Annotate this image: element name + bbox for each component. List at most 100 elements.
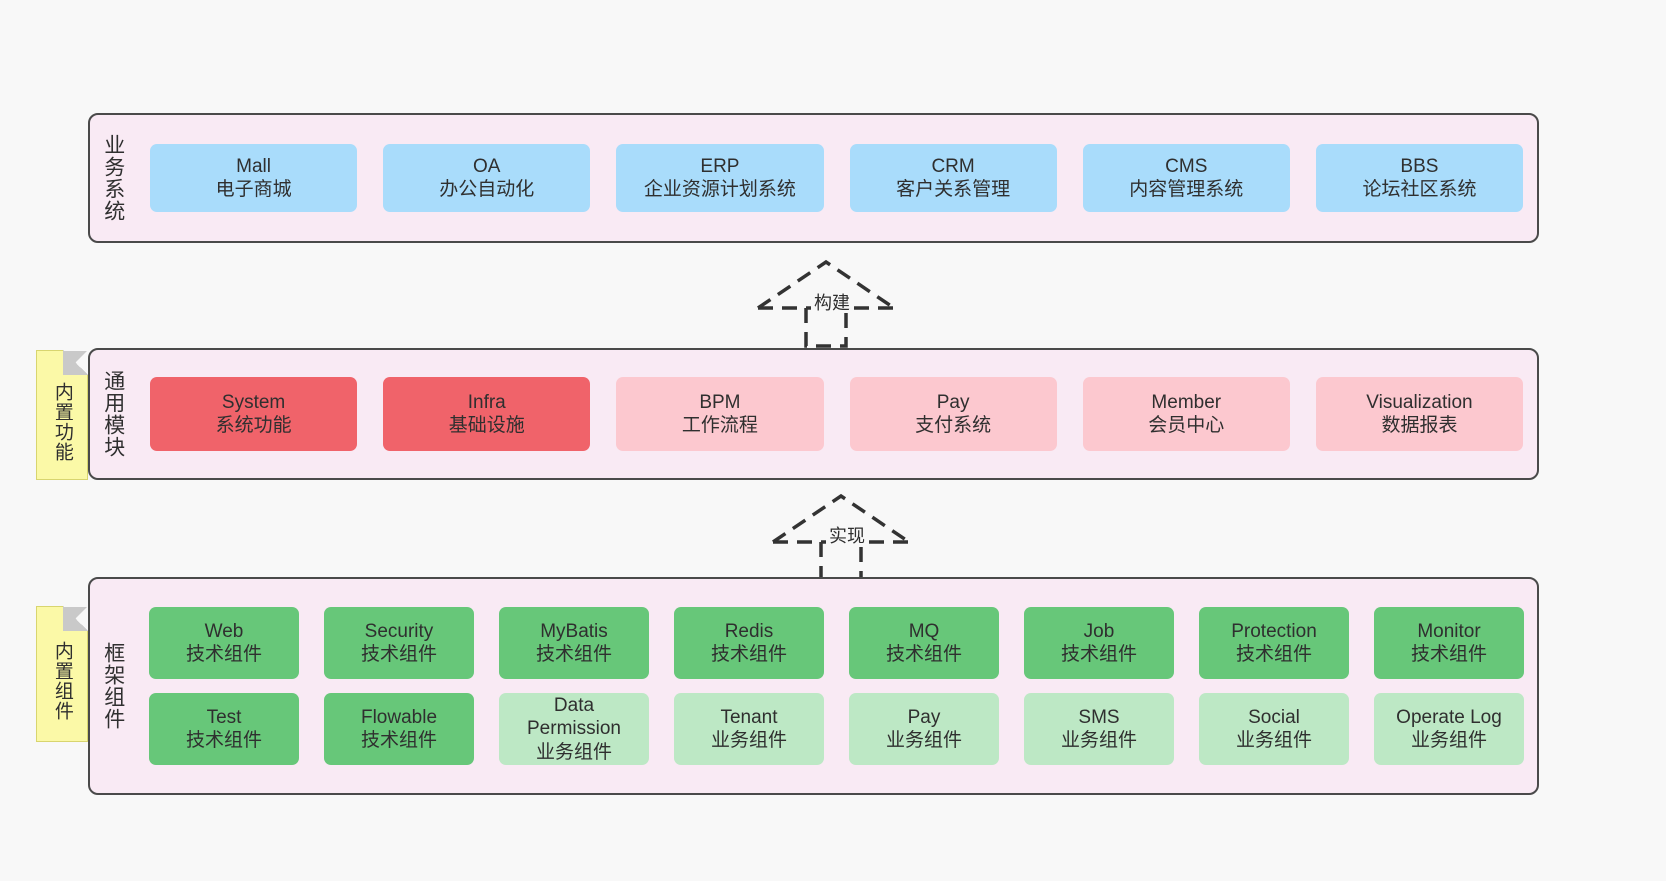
node-flowable-name: Flowable — [360, 706, 438, 728]
node-pay-component-name: Pay — [907, 706, 941, 728]
node-mall[interactable]: Mall 电子商城 — [150, 144, 358, 212]
node-pay-module[interactable]: Pay 支付系统 — [849, 377, 1057, 451]
node-security[interactable]: Security 技术组件 — [324, 607, 474, 679]
node-bbs-name: BBS — [1400, 155, 1439, 177]
node-system-name: System — [221, 391, 286, 413]
node-pay-module-desc: 支付系统 — [915, 415, 992, 436]
node-tenant-name: Tenant — [720, 706, 778, 728]
node-mybatis-name: MyBatis — [540, 620, 608, 642]
node-erp[interactable]: ERP 企业资源计划系统 — [616, 144, 824, 212]
layer-framework-components: 框架组件 Web 技术组件 Security 技术组件 MyBatis 技术组件… — [88, 577, 1539, 795]
node-mq-desc: 技术组件 — [885, 644, 962, 665]
layer-framework-components-row-tech: Web 技术组件 Security 技术组件 MyBatis 技术组件 Redi… — [149, 607, 1524, 679]
node-mall-desc: 电子商城 — [215, 179, 292, 200]
node-pay-component[interactable]: Pay 业务组件 — [849, 693, 999, 765]
node-tenant-desc: 业务组件 — [710, 730, 787, 751]
node-test-name: Test — [206, 706, 242, 728]
node-visualization-desc: 数据报表 — [1381, 415, 1458, 436]
node-monitor-desc: 技术组件 — [1410, 644, 1487, 665]
node-web-name: Web — [204, 620, 244, 642]
node-monitor-name: Monitor — [1417, 620, 1481, 642]
node-data-permission-desc: 业务组件 — [535, 741, 612, 763]
node-monitor[interactable]: Monitor 技术组件 — [1374, 607, 1524, 679]
node-operate-log[interactable]: Operate Log 业务组件 — [1374, 693, 1524, 765]
node-test[interactable]: Test 技术组件 — [149, 693, 299, 765]
node-social-name: Social — [1248, 706, 1300, 728]
layer-business-systems-body: Mall 电子商城 OA 办公自动化 ERP 企业资源计划系统 CRM 客户关系… — [136, 115, 1537, 241]
node-bbs[interactable]: BBS 论坛社区系统 — [1315, 144, 1524, 212]
node-infra-name: Infra — [467, 391, 506, 413]
node-crm[interactable]: CRM 客户关系管理 — [849, 144, 1057, 212]
node-infra[interactable]: Infra 基础设施 — [383, 377, 591, 451]
node-job-desc: 技术组件 — [1060, 644, 1137, 665]
node-cms[interactable]: CMS 内容管理系统 — [1082, 144, 1290, 212]
layer-common-modules-body: System 系统功能 Infra 基础设施 BPM 工作流程 Pay 支付系统… — [136, 350, 1537, 478]
node-data-permission-name: Data Permission — [527, 695, 621, 740]
node-oa-desc: 办公自动化 — [439, 179, 535, 200]
node-operate-log-desc: 业务组件 — [1410, 730, 1487, 751]
node-web-desc: 技术组件 — [185, 644, 262, 665]
node-job[interactable]: Job 技术组件 — [1024, 607, 1174, 679]
node-protection-desc: 技术组件 — [1235, 644, 1312, 665]
node-social[interactable]: Social 业务组件 — [1199, 693, 1349, 765]
node-operate-log-name: Operate Log — [1396, 706, 1502, 728]
node-pay-component-desc: 业务组件 — [885, 730, 962, 751]
node-system[interactable]: System 系统功能 — [150, 377, 358, 451]
note-builtin-component-text: 内置组件 — [51, 641, 73, 721]
node-oa[interactable]: OA 办公自动化 — [383, 144, 591, 212]
node-crm-name: CRM — [931, 155, 975, 177]
note-builtin-component: 内置组件 — [36, 606, 88, 742]
connector-build-arrow — [757, 259, 895, 348]
node-mq-name: MQ — [908, 620, 940, 642]
node-mq[interactable]: MQ 技术组件 — [849, 607, 999, 679]
node-member-desc: 会员中心 — [1148, 415, 1225, 436]
note-fold-corner-icon — [63, 350, 88, 375]
layer-common-modules-title: 通用模块 — [101, 370, 125, 458]
layer-common-modules-row: System 系统功能 Infra 基础设施 BPM 工作流程 Pay 支付系统… — [150, 377, 1524, 451]
node-redis[interactable]: Redis 技术组件 — [674, 607, 824, 679]
node-tenant[interactable]: Tenant 业务组件 — [674, 693, 824, 765]
node-flowable[interactable]: Flowable 技术组件 — [324, 693, 474, 765]
node-sms[interactable]: SMS 业务组件 — [1024, 693, 1174, 765]
node-visualization[interactable]: Visualization 数据报表 — [1315, 377, 1524, 451]
node-cms-name: CMS — [1165, 155, 1208, 177]
node-system-desc: 系统功能 — [215, 415, 292, 436]
node-cms-desc: 内容管理系统 — [1129, 179, 1244, 200]
node-infra-desc: 基础设施 — [448, 415, 525, 436]
layer-business-systems-row: Mall 电子商城 OA 办公自动化 ERP 企业资源计划系统 CRM 客户关系… — [150, 144, 1524, 212]
node-bpm[interactable]: BPM 工作流程 — [616, 377, 824, 451]
node-job-name: Job — [1083, 620, 1115, 642]
layer-framework-components-row-business: Test 技术组件 Flowable 技术组件 Data Permission … — [149, 693, 1524, 765]
note-builtin-function-text: 内置功能 — [51, 382, 73, 462]
node-redis-name: Redis — [724, 620, 774, 642]
node-test-desc: 技术组件 — [185, 730, 262, 751]
node-erp-desc: 企业资源计划系统 — [643, 179, 796, 200]
node-mybatis[interactable]: MyBatis 技术组件 — [499, 607, 649, 679]
layer-business-systems-title: 业务系统 — [101, 134, 125, 222]
node-crm-desc: 客户关系管理 — [896, 179, 1011, 200]
note-builtin-function: 内置功能 — [36, 350, 88, 480]
layer-business-systems: 业务系统 Mall 电子商城 OA 办公自动化 ERP 企业资源计划系统 CRM… — [88, 113, 1539, 243]
node-protection[interactable]: Protection 技术组件 — [1199, 607, 1349, 679]
node-web[interactable]: Web 技术组件 — [149, 607, 299, 679]
layer-framework-components-body: Web 技术组件 Security 技术组件 MyBatis 技术组件 Redi… — [136, 579, 1537, 793]
node-oa-name: OA — [473, 155, 501, 177]
node-member[interactable]: Member 会员中心 — [1082, 377, 1290, 451]
node-bpm-name: BPM — [699, 391, 741, 413]
node-security-desc: 技术组件 — [360, 644, 437, 665]
node-bbs-desc: 论坛社区系统 — [1362, 179, 1477, 200]
node-flowable-desc: 技术组件 — [360, 730, 437, 751]
node-bpm-desc: 工作流程 — [681, 415, 758, 436]
node-erp-name: ERP — [700, 155, 740, 177]
connector-build-label: 构建 — [811, 294, 853, 312]
connector-implement-label: 实现 — [826, 527, 868, 545]
node-visualization-name: Visualization — [1366, 391, 1473, 413]
node-redis-desc: 技术组件 — [710, 644, 787, 665]
layer-common-modules: 通用模块 System 系统功能 Infra 基础设施 BPM 工作流程 Pay… — [88, 348, 1539, 480]
node-mall-name: Mall — [236, 155, 271, 177]
node-data-permission[interactable]: Data Permission 业务组件 — [499, 693, 649, 765]
node-pay-module-name: Pay — [936, 391, 970, 413]
node-mybatis-desc: 技术组件 — [535, 644, 612, 665]
layer-framework-components-title: 框架组件 — [101, 642, 125, 730]
